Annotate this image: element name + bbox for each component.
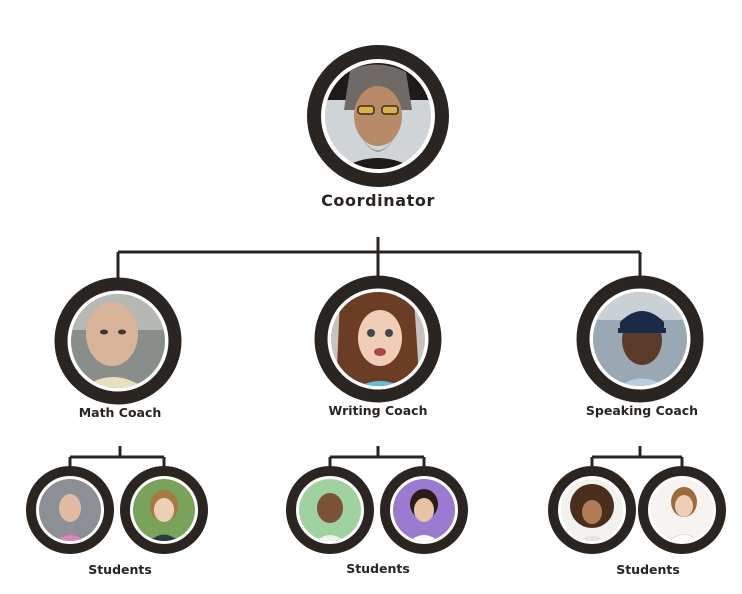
connector-lines bbox=[68, 237, 684, 470]
writing-students bbox=[286, 466, 468, 554]
student-photo bbox=[133, 479, 195, 541]
speaking-coach-node bbox=[576, 275, 704, 403]
student-photo bbox=[39, 479, 101, 541]
coordinator-label: Coordinator bbox=[321, 191, 435, 210]
math-coach-node bbox=[54, 277, 182, 405]
connector-writing-students bbox=[328, 446, 426, 470]
speaking-coach-label: Speaking Coach bbox=[585, 403, 699, 418]
writing-coach-label: Writing Coach bbox=[328, 403, 428, 418]
math-coach-label: Math Coach bbox=[78, 405, 162, 420]
student-photo bbox=[561, 479, 623, 541]
math-coach-photo bbox=[71, 294, 165, 388]
speaking-students-label: Students bbox=[616, 562, 680, 577]
math-students-label: Students bbox=[88, 562, 152, 577]
writing-coach-photo bbox=[331, 292, 425, 386]
speaking-coach-photo bbox=[593, 292, 687, 386]
math-students bbox=[26, 466, 208, 554]
connector-coordinator bbox=[116, 237, 642, 282]
student-photo bbox=[393, 479, 455, 541]
coordinator-node bbox=[307, 45, 449, 187]
writing-students-label: Students bbox=[346, 561, 410, 576]
student-photo bbox=[299, 479, 361, 541]
writing-coach-node bbox=[314, 275, 442, 403]
speaking-students bbox=[548, 466, 726, 554]
connector-math-students bbox=[68, 446, 166, 470]
student-photo bbox=[651, 479, 713, 541]
connector-speaking-students bbox=[590, 446, 684, 470]
